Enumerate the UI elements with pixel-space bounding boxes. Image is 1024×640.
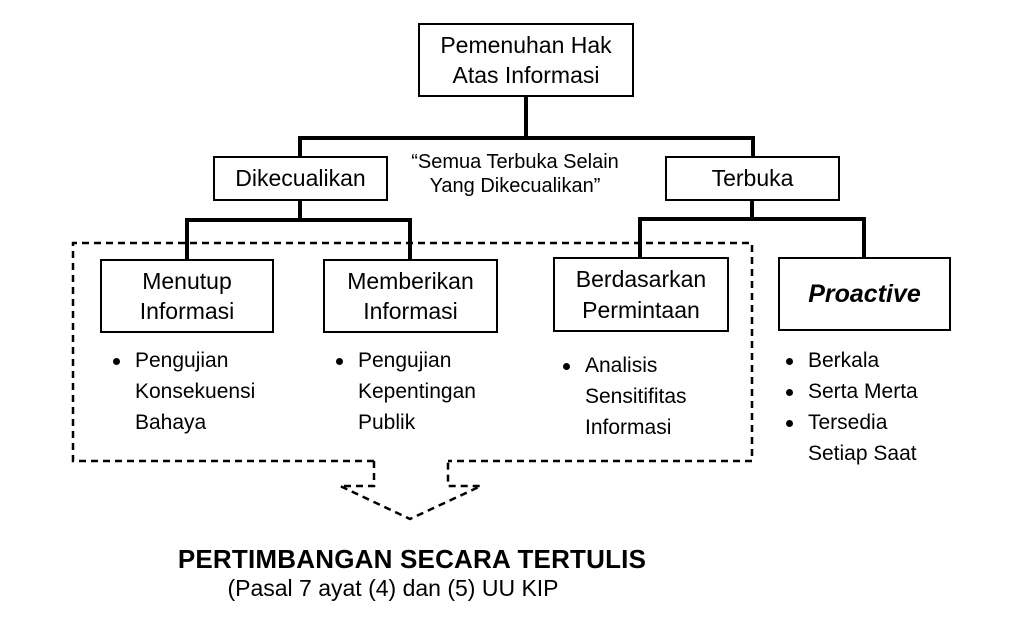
- node-terbuka: Terbuka: [665, 156, 840, 201]
- node-label: Terbuka: [711, 165, 794, 192]
- bullet-list-menutup: Pengujian Konsekuensi Bahaya: [113, 345, 328, 438]
- dashed-shapes: [71, 241, 754, 521]
- node-menutup-informasi: Menutup Informasi: [100, 259, 274, 333]
- bullet-text: Analisis Sensitifitas Informasi: [585, 354, 687, 439]
- node-label: Proactive: [808, 279, 921, 308]
- list-item: Pengujian Konsekuensi Bahaya: [113, 345, 328, 438]
- node-memberikan-informasi: Memberikan Informasi: [323, 259, 498, 333]
- node-dikecualikan: Dikecualikan: [213, 156, 388, 201]
- bullet-dot: [563, 363, 570, 370]
- bullet-text: Serta Merta: [808, 380, 918, 403]
- list-item: Berkala: [786, 345, 1011, 376]
- footer-subtitle: (Pasal 7 ayat (4) dan (5) UU KIP: [227, 575, 559, 601]
- node-label: Berdasarkan Permintaan: [575, 266, 707, 323]
- bullet-list-proactive: Berkala Serta Merta Tersedia Setiap Saat: [786, 345, 1011, 469]
- list-item: Pengujian Kepentingan Publik: [336, 345, 551, 438]
- node-label: Menutup Informasi: [139, 267, 235, 324]
- footer-title: PERTIMBANGAN SECARA TERTULIS: [177, 544, 647, 574]
- list-item: Analisis Sensitifitas Informasi: [563, 350, 778, 443]
- bullet-text: Berkala: [808, 349, 880, 372]
- node-berdasarkan-permintaan: Berdasarkan Permintaan: [553, 257, 729, 332]
- node-label: Pemenuhan Hak Atas Informasi: [440, 31, 612, 88]
- dashed-boundary-box: [71, 241, 754, 463]
- connector-root-split: [298, 136, 755, 157]
- bullet-list-memberikan: Pengujian Kepentingan Publik: [336, 345, 551, 438]
- connector-left-split: [185, 218, 412, 260]
- connector-right-split: [638, 217, 866, 258]
- bullet-text: Tersedia Setiap Saat: [808, 411, 917, 465]
- bullet-text: Pengujian Kepentingan Publik: [358, 349, 476, 434]
- bullet-text: Pengujian Konsekuensi Bahaya: [135, 349, 256, 434]
- list-item: Serta Merta: [786, 376, 1011, 407]
- node-pemenuhan-hak-atas-informasi: Pemenuhan Hak Atas Informasi: [418, 23, 634, 97]
- solid-connectors: [185, 97, 866, 260]
- node-label: Dikecualikan: [235, 165, 366, 192]
- bullet-dot: [336, 358, 343, 365]
- bullet-list-berdasarkan: Analisis Sensitifitas Informasi: [563, 350, 778, 443]
- node-proactive: Proactive: [778, 257, 951, 331]
- quote-text: “Semua Terbuka Selain Yang Dikecualikan”: [411, 151, 619, 197]
- dashed-down-arrow: [339, 461, 482, 521]
- list-item: Tersedia Setiap Saat: [786, 407, 1011, 469]
- bullet-dot: [113, 358, 120, 365]
- bullet-dot: [786, 358, 793, 365]
- bullet-dot: [786, 420, 793, 427]
- bullet-dot: [786, 389, 793, 396]
- node-label: Memberikan Informasi: [347, 267, 474, 324]
